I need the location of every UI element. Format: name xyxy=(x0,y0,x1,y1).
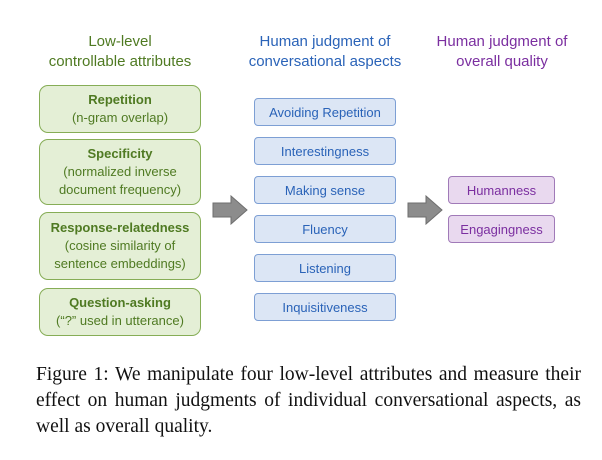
overall-engagingness: Engagingness xyxy=(448,215,555,243)
overall-quality-header: Human judgment of overall quality xyxy=(436,33,568,70)
attribute-title: Repetition xyxy=(88,92,152,107)
aspect-interestingness: Interestingness xyxy=(254,137,396,165)
aspect-listening: Listening xyxy=(254,254,396,282)
aspect-inquisitiveness: Inquisitiveness xyxy=(254,293,396,321)
attribute-title: Specificity xyxy=(87,146,153,161)
attribute-response-relatedness: Response-relatedness (cosine similarity … xyxy=(39,212,201,280)
attribute-subtitle: (n-gram overlap) xyxy=(71,110,169,125)
low-level-header: Low-level controllable attributes xyxy=(48,33,192,70)
overall-humanness: Humanness xyxy=(448,176,555,204)
attribute-specificity: Specificity (normalized inverse document… xyxy=(39,139,201,205)
right-arrow-icon xyxy=(212,195,248,225)
aspect-fluency: Fluency xyxy=(254,215,396,243)
attribute-title: Question-asking xyxy=(69,295,171,310)
attribute-subtitle: (cosine similarity of sentence embedding… xyxy=(54,238,186,271)
aspect-making-sense: Making sense xyxy=(254,176,396,204)
attribute-repetition: Repetition (n-gram overlap) xyxy=(39,85,201,133)
attribute-title: Response-relatedness xyxy=(50,220,190,235)
figure-caption: Figure 1: We manipulate four low-level a… xyxy=(36,364,581,437)
attribute-subtitle: (normalized inverse document frequency) xyxy=(58,164,182,197)
attribute-subtitle: (“?” used in utterance) xyxy=(56,313,184,328)
conversational-aspects-header: Human judgment of conversational aspects xyxy=(248,33,402,70)
attribute-question-asking: Question-asking (“?” used in utterance) xyxy=(39,288,201,336)
aspect-avoiding-repetition: Avoiding Repetition xyxy=(254,98,396,126)
right-arrow-icon xyxy=(407,195,443,225)
